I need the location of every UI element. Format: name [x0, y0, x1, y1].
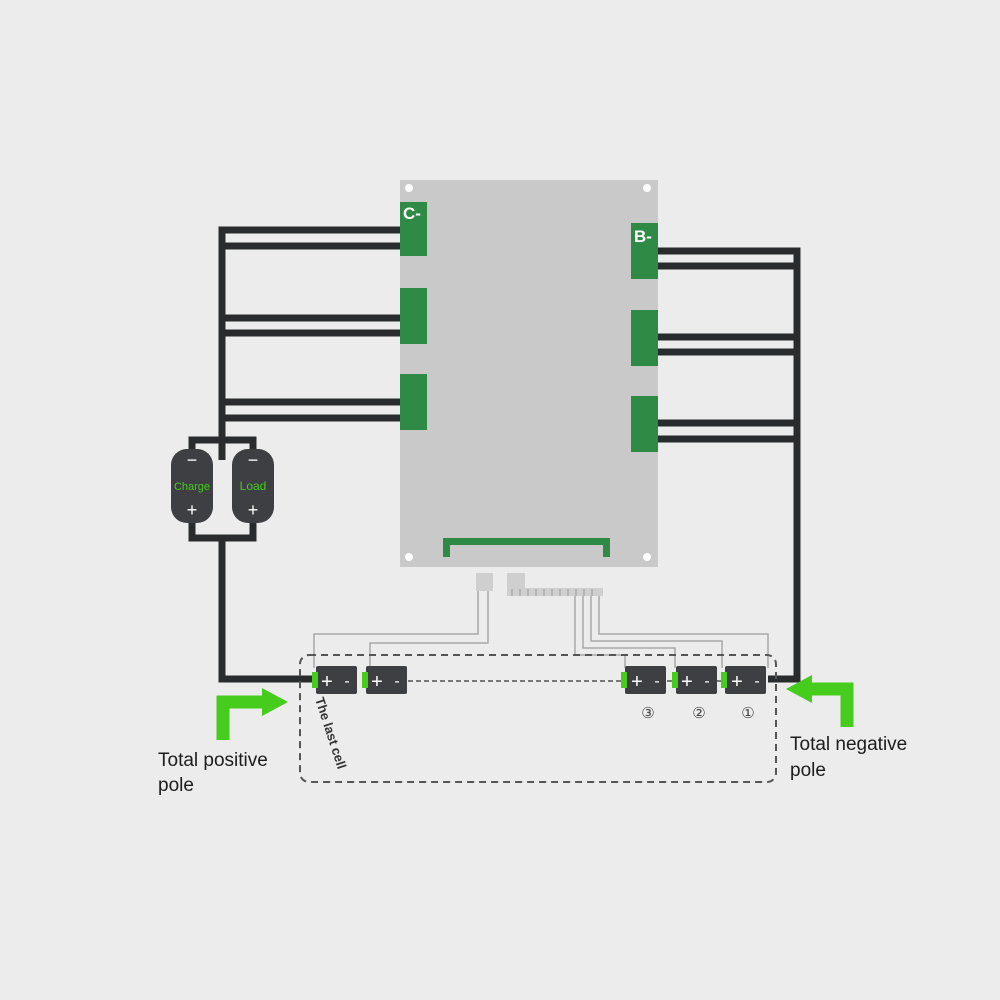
battery-cell-last: + -: [312, 666, 357, 694]
balance-wire: [369, 591, 489, 668]
charge-minus: −: [187, 450, 198, 470]
cell-minus: -: [654, 673, 659, 690]
pad: [631, 396, 658, 452]
cell-number-2: ②: [692, 705, 705, 722]
total-negative-label-line2: pole: [790, 760, 826, 781]
balance-wires: [313, 591, 769, 668]
cell-terminal: [362, 672, 368, 688]
cell-minus: -: [754, 673, 759, 690]
b-minus-label: B-: [634, 227, 652, 246]
plug-pins: [511, 589, 593, 596]
wire-c-main: [218, 226, 402, 460]
cell-body: [625, 666, 666, 694]
c-minus-wires: [188, 226, 402, 683]
total-positive-label-line2: pole: [158, 775, 194, 796]
wire-b-main: [656, 247, 801, 683]
arrow-shaft: [216, 695, 262, 740]
b-minus-pad: [631, 223, 658, 279]
wire-split-bottom: [188, 520, 257, 542]
charge-plus: +: [187, 500, 198, 520]
total-negative-label-line1: Total negative: [790, 734, 907, 755]
battery-cell-3: + -: [621, 666, 666, 694]
cell-minus: -: [704, 673, 709, 690]
load-label: Load: [240, 479, 267, 493]
pad: [631, 310, 658, 366]
battery-cell-1: + -: [721, 666, 766, 694]
board-body: [400, 180, 658, 567]
charge-label: Charge: [174, 481, 210, 493]
mount-hole: [405, 184, 413, 192]
balance-wire: [598, 596, 769, 668]
mount-hole: [405, 553, 413, 561]
cell-body: [725, 666, 766, 694]
cell-terminal: [672, 672, 678, 688]
mount-hole: [643, 553, 651, 561]
cell-body: [676, 666, 717, 694]
arrow-shaft: [812, 682, 854, 727]
cell-plus: +: [631, 671, 643, 693]
negative-arrow-icon: [786, 675, 854, 727]
battery-cell-2: + -: [672, 666, 717, 694]
balance-plugs: [476, 573, 603, 596]
bms-board: [400, 180, 658, 567]
wire-to-positive: [218, 538, 316, 683]
plug-small: [476, 573, 493, 591]
cell-minus: -: [344, 673, 349, 690]
charge-body: [171, 449, 213, 523]
pad: [400, 374, 427, 430]
cell-terminal: [621, 672, 627, 688]
cell-body: [316, 666, 357, 694]
cell-minus: -: [394, 673, 399, 690]
plug-large: [507, 588, 603, 596]
arrow-head: [786, 675, 812, 703]
cell-plus: +: [371, 671, 383, 693]
pad: [400, 288, 427, 344]
c-minus-label: C-: [403, 204, 421, 223]
total-positive-label-line1: Total positive: [158, 750, 268, 771]
load-device: − Load +: [232, 449, 274, 523]
balance-connector-pad: [443, 538, 610, 557]
cell-plus: +: [321, 671, 333, 693]
load-minus: −: [248, 450, 259, 470]
balance-wire: [590, 596, 723, 668]
battery-pack-border: [299, 654, 777, 783]
cell-body: [366, 666, 407, 694]
balance-wire: [313, 591, 479, 668]
positive-arrow-icon: [216, 688, 288, 740]
plug-large-tab: [507, 573, 525, 591]
charge-device: − Charge +: [171, 449, 213, 523]
arrow-head: [262, 688, 288, 716]
cell-number-1: ①: [741, 705, 754, 722]
cell-plus: +: [731, 671, 743, 693]
cell-number-3: ③: [641, 705, 654, 722]
b-minus-wires: [656, 247, 801, 683]
b-minus-pads: B-: [631, 223, 658, 452]
cell-terminal: [721, 672, 727, 688]
balance-wire: [582, 596, 676, 668]
cell-plus: +: [681, 671, 693, 693]
c-minus-pads: C-: [400, 202, 427, 430]
load-plus: +: [248, 500, 259, 520]
last-cell-label: The last cell: [312, 695, 349, 770]
battery-cell: + -: [362, 666, 407, 694]
c-minus-pad: [400, 202, 427, 256]
mount-hole: [643, 184, 651, 192]
load-body: [232, 449, 274, 523]
cell-terminal: [312, 672, 318, 688]
